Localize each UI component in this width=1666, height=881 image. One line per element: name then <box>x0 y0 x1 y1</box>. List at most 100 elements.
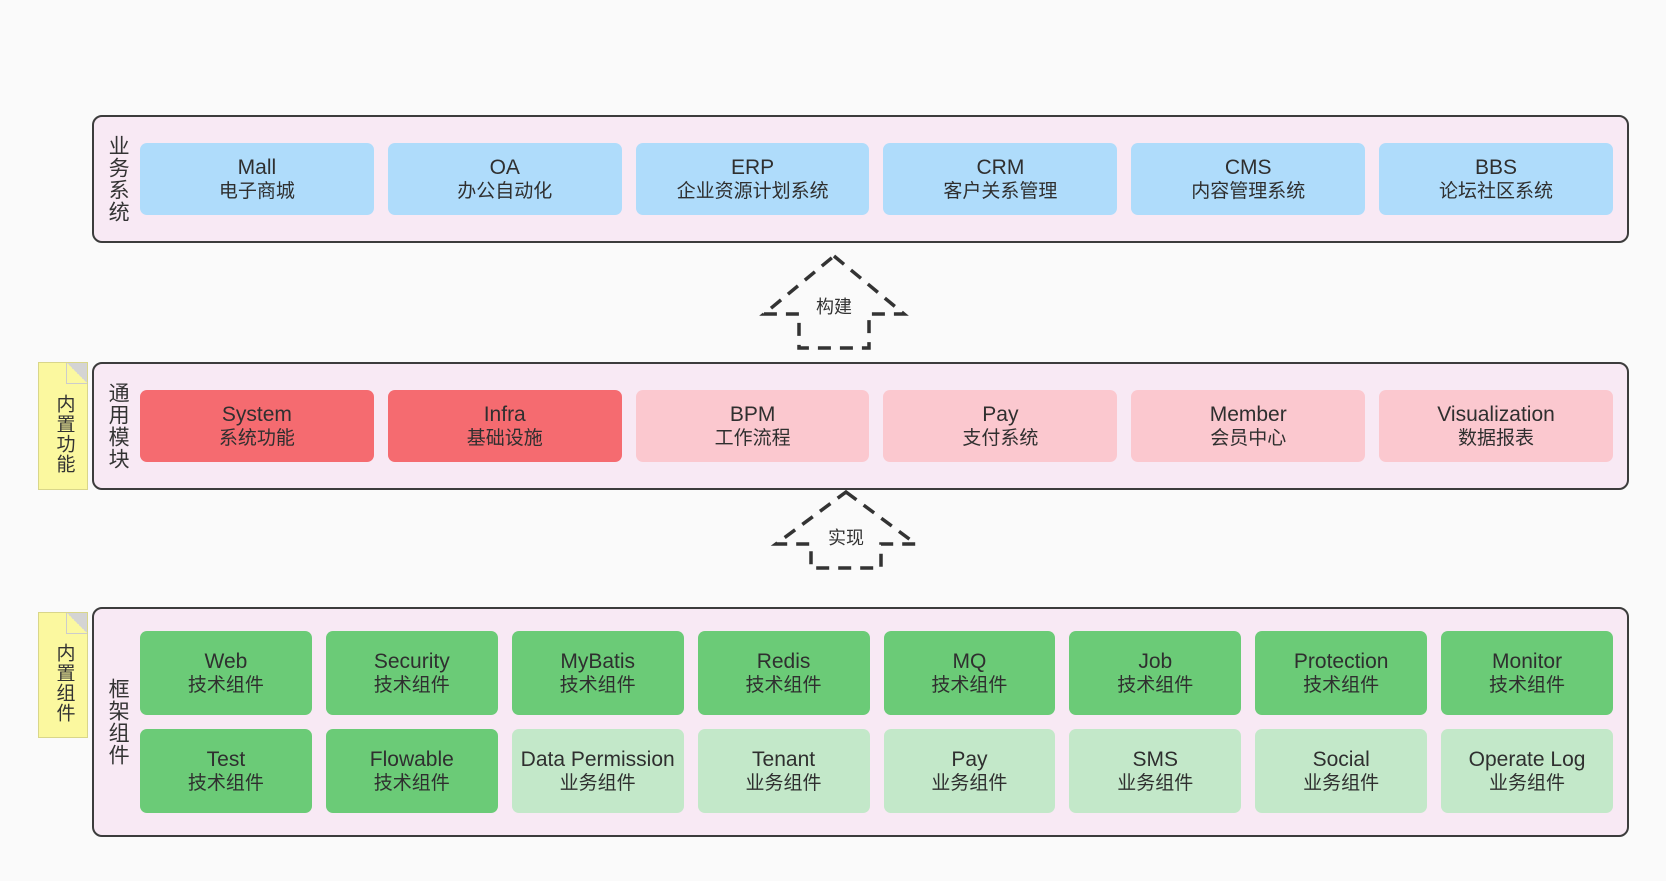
card-subtitle: 办公自动化 <box>457 181 553 203</box>
card-title: MQ <box>952 649 987 673</box>
card-title: Social <box>1312 747 1370 771</box>
card-title: Data Permission <box>520 747 675 771</box>
card-subtitle: 内容管理系统 <box>1191 181 1306 203</box>
card-title: Tenant <box>752 747 816 771</box>
card-crm[interactable]: CRM 客户关系管理 <box>883 143 1118 215</box>
layer-body-framework-components: Web 技术组件 Security 技术组件 MyBatis 技术组件 Redi… <box>140 609 1627 835</box>
card-visualization[interactable]: Visualization 数据报表 <box>1379 390 1613 462</box>
note-builtin-function-label: 内置功能 <box>53 394 75 474</box>
card-subtitle: 电子商城 <box>218 181 295 203</box>
card-title: Protection <box>1293 649 1389 673</box>
card-security[interactable]: Security 技术组件 <box>325 631 498 715</box>
card-subtitle: 技术组件 <box>187 675 264 697</box>
card-social[interactable]: Social 业务组件 <box>1255 729 1428 813</box>
card-title: Visualization <box>1437 402 1555 426</box>
card-flowable[interactable]: Flowable 技术组件 <box>325 729 498 813</box>
card-subtitle: 支付系统 <box>962 428 1039 450</box>
card-row: System 系统功能 Infra 基础设施 BPM 工作流程 Pay 支付系统… <box>140 390 1613 462</box>
note-builtin-component: 内置组件 <box>38 612 88 738</box>
card-subtitle: 业务组件 <box>1489 773 1566 795</box>
card-pay-business[interactable]: Pay 业务组件 <box>883 729 1056 813</box>
card-title: MyBatis <box>560 649 636 673</box>
card-row: Web 技术组件 Security 技术组件 MyBatis 技术组件 Redi… <box>140 631 1613 715</box>
card-bpm[interactable]: BPM 工作流程 <box>635 390 870 462</box>
card-title: Web <box>204 649 248 673</box>
card-subtitle: 技术组件 <box>745 675 822 697</box>
arrow-build: 构建 <box>759 252 909 352</box>
card-subtitle: 技术组件 <box>373 675 450 697</box>
card-row: Test 技术组件 Flowable 技术组件 Data Permission … <box>140 729 1613 813</box>
arrow-implement: 实现 <box>770 488 922 572</box>
card-title: System <box>221 402 292 426</box>
layer-title-framework-components: 框架组件 <box>106 678 130 766</box>
card-title: Test <box>206 747 246 771</box>
card-title: Monitor <box>1492 649 1563 673</box>
card-title: Infra <box>483 402 526 426</box>
card-row: Mall 电子商城 OA 办公自动化 ERP 企业资源计划系统 CRM 客户关系… <box>140 143 1613 215</box>
card-subtitle: 技术组件 <box>1489 675 1566 697</box>
card-test[interactable]: Test 技术组件 <box>140 729 312 813</box>
card-subtitle: 业务组件 <box>745 773 822 795</box>
card-subtitle: 业务组件 <box>1303 773 1380 795</box>
note-builtin-function: 内置功能 <box>38 362 88 490</box>
card-redis[interactable]: Redis 技术组件 <box>697 631 870 715</box>
card-title: Pay <box>951 747 988 771</box>
layer-body-business-systems: Mall 电子商城 OA 办公自动化 ERP 企业资源计划系统 CRM 客户关系… <box>140 117 1627 241</box>
card-subtitle: 客户关系管理 <box>943 181 1058 203</box>
card-subtitle: 工作流程 <box>714 428 791 450</box>
layer-body-common-modules: System 系统功能 Infra 基础设施 BPM 工作流程 Pay 支付系统… <box>140 364 1627 488</box>
card-pay[interactable]: Pay 支付系统 <box>883 390 1118 462</box>
card-title: ERP <box>730 155 775 179</box>
arrow-build-label: 构建 <box>813 293 855 319</box>
card-title: CMS <box>1224 155 1272 179</box>
card-mall[interactable]: Mall 电子商城 <box>140 143 374 215</box>
card-subtitle: 技术组件 <box>1303 675 1380 697</box>
card-title: SMS <box>1132 747 1179 771</box>
note-builtin-component-label: 内置组件 <box>53 643 75 723</box>
card-subtitle: 数据报表 <box>1458 428 1535 450</box>
card-subtitle: 业务组件 <box>559 773 636 795</box>
card-oa[interactable]: OA 办公自动化 <box>387 143 622 215</box>
card-web[interactable]: Web 技术组件 <box>140 631 312 715</box>
card-subtitle: 基础设施 <box>466 428 543 450</box>
card-title: Member <box>1209 402 1287 426</box>
layer-title-business-systems: 业务系统 <box>106 135 130 223</box>
card-job[interactable]: Job 技术组件 <box>1069 631 1242 715</box>
card-member[interactable]: Member 会员中心 <box>1131 390 1366 462</box>
card-subtitle: 技术组件 <box>187 773 264 795</box>
card-title: Security <box>373 649 450 673</box>
layer-title-common-modules: 通用模块 <box>106 382 130 470</box>
card-operate-log[interactable]: Operate Log 业务组件 <box>1441 729 1613 813</box>
card-mq[interactable]: MQ 技术组件 <box>883 631 1056 715</box>
card-subtitle: 技术组件 <box>373 773 450 795</box>
card-cms[interactable]: CMS 内容管理系统 <box>1131 143 1366 215</box>
card-title: BPM <box>729 402 776 426</box>
card-title: BBS <box>1475 155 1518 179</box>
card-sms[interactable]: SMS 业务组件 <box>1069 729 1242 813</box>
card-title: Redis <box>756 649 811 673</box>
card-subtitle: 会员中心 <box>1210 428 1287 450</box>
card-protection[interactable]: Protection 技术组件 <box>1255 631 1428 715</box>
card-bbs[interactable]: BBS 论坛社区系统 <box>1379 143 1613 215</box>
card-infra[interactable]: Infra 基础设施 <box>387 390 622 462</box>
layer-framework-components: 框架组件 Web 技术组件 Security 技术组件 MyBatis 技术组件… <box>92 607 1629 837</box>
card-title: Mall <box>237 155 277 179</box>
card-subtitle: 技术组件 <box>559 675 636 697</box>
card-system[interactable]: System 系统功能 <box>140 390 374 462</box>
card-subtitle: 企业资源计划系统 <box>676 181 829 203</box>
card-title: Pay <box>982 402 1019 426</box>
card-monitor[interactable]: Monitor 技术组件 <box>1441 631 1613 715</box>
card-mybatis[interactable]: MyBatis 技术组件 <box>511 631 684 715</box>
card-subtitle: 论坛社区系统 <box>1439 181 1554 203</box>
card-title: Operate Log <box>1468 747 1586 771</box>
layer-common-modules: 通用模块 System 系统功能 Infra 基础设施 BPM 工作流程 Pay… <box>92 362 1629 490</box>
card-subtitle: 业务组件 <box>1117 773 1194 795</box>
card-subtitle: 技术组件 <box>1117 675 1194 697</box>
card-title: OA <box>489 155 520 179</box>
card-data-permission[interactable]: Data Permission 业务组件 <box>511 729 684 813</box>
arrow-implement-label: 实现 <box>825 524 867 550</box>
layer-business-systems: 业务系统 Mall 电子商城 OA 办公自动化 ERP 企业资源计划系统 CRM… <box>92 115 1629 243</box>
card-tenant[interactable]: Tenant 业务组件 <box>697 729 870 813</box>
card-erp[interactable]: ERP 企业资源计划系统 <box>635 143 870 215</box>
